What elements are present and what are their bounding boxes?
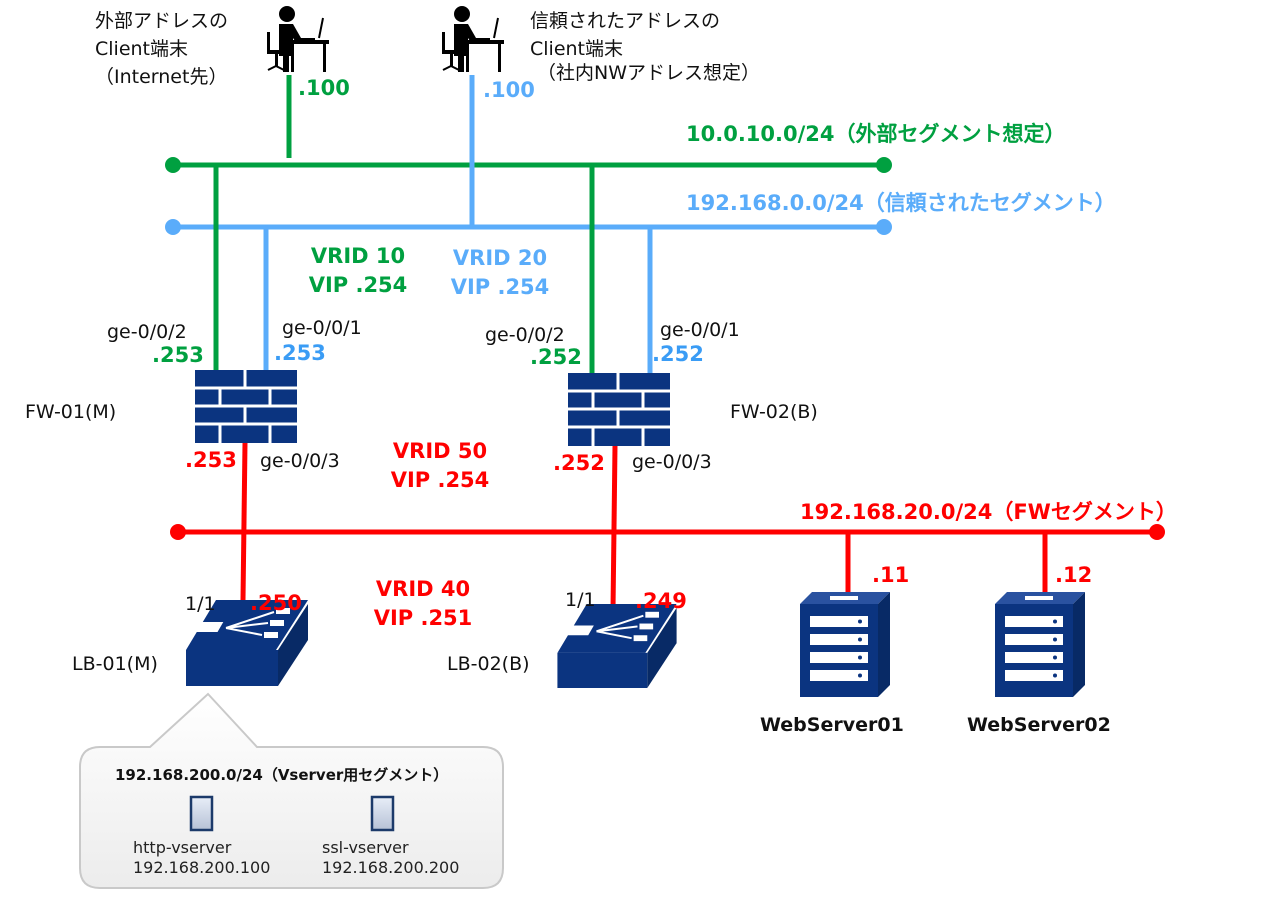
external-client-ip: .100: [298, 76, 350, 100]
external-client-label-2: Client端末: [95, 38, 188, 60]
vrid50-vip: VIP .254: [391, 468, 490, 492]
trusted-client-label-1: 信頼されたアドレスの: [530, 10, 720, 32]
trusted-client-ip: .100: [483, 78, 535, 102]
vrid40-vip: VIP .251: [374, 606, 473, 630]
fw02-ext-ip: .252: [530, 345, 582, 369]
fw01-trust-interface: ge-0/0/1: [282, 317, 362, 339]
fw01-fw-ip: .253: [185, 448, 237, 472]
external-client-label-3: （Internet先）: [95, 66, 227, 88]
fw01-fw-interface: ge-0/0/3: [260, 450, 340, 472]
webserver02-ip: .12: [1055, 563, 1092, 587]
trusted-segment-line: [165, 219, 892, 235]
trusted-client-label-3: （社内NWアドレス想定）: [537, 62, 760, 84]
lb02-ip: .249: [635, 589, 687, 613]
fw02-ext-interface: ge-0/0/2: [485, 324, 565, 346]
vrid20-label: VRID 20: [453, 246, 547, 270]
fw02-name: FW-02(B): [730, 401, 818, 423]
http-vserver-ip: 192.168.200.100: [133, 858, 270, 877]
fw02-trust-interface: ge-0/0/1: [660, 319, 740, 341]
fw01-name: FW-01(M): [25, 401, 116, 423]
vserver-callout: [79, 692, 504, 889]
external-client-label-1: 外部アドレスの: [95, 10, 228, 32]
external-segment-line: [165, 157, 892, 173]
lb02-load-balancer-icon: [557, 604, 677, 688]
external-client-icon: [266, 5, 330, 73]
http-vserver-icon: [189, 795, 214, 832]
fw-segment-label: 192.168.20.0/24（FWセグメント）: [800, 500, 1177, 524]
fw01-firewall-icon: [195, 370, 297, 443]
ssl-vserver-icon: [370, 795, 395, 832]
ssl-vserver-name: ssl-vserver: [322, 838, 409, 857]
fw01-trust-ip: .253: [274, 341, 326, 365]
lb01-name: LB-01(M): [72, 653, 158, 675]
fw02-fw-interface: ge-0/0/3: [632, 451, 712, 473]
lb01-ip: .250: [250, 591, 302, 615]
fw02-firewall-icon: [568, 373, 670, 446]
fw01-ext-interface: ge-0/0/2: [107, 321, 187, 343]
http-vserver-name: http-vserver: [133, 838, 232, 857]
lb02-port: 1/1: [565, 589, 596, 611]
webserver01-name: WebServer01: [760, 714, 904, 736]
fw02-trust-ip: .252: [652, 342, 704, 366]
webserver01-server-icon: [800, 592, 890, 697]
webserver02-server-icon: [995, 592, 1085, 697]
vrid10-label: VRID 10: [311, 244, 405, 268]
external-segment-label: 10.0.10.0/24（外部セグメント想定）: [686, 122, 1066, 146]
vrid40-label: VRID 40: [376, 577, 470, 601]
lb01-port: 1/1: [185, 593, 216, 615]
ssl-vserver-ip: 192.168.200.200: [322, 858, 459, 877]
trusted-segment-label: 192.168.0.0/24（信頼されたセグメント）: [686, 191, 1116, 215]
vrid10-vip: VIP .254: [309, 273, 408, 297]
vserver-segment-label: 192.168.200.0/24（Vserver用セグメント）: [115, 766, 448, 784]
vrid20-vip: VIP .254: [451, 275, 550, 299]
fw-segment-line: [170, 524, 1165, 540]
fw02-fw-ip: .252: [553, 451, 605, 475]
trusted-client-icon: [441, 5, 505, 73]
webserver02-name: WebServer02: [967, 714, 1111, 736]
links: [213, 75, 1048, 611]
fw01-ext-ip: .253: [152, 343, 204, 367]
lb02-name: LB-02(B): [447, 653, 530, 675]
vrid50-label: VRID 50: [393, 439, 487, 463]
webserver01-ip: .11: [872, 563, 909, 587]
trusted-client-label-2: Client端末: [530, 38, 623, 60]
